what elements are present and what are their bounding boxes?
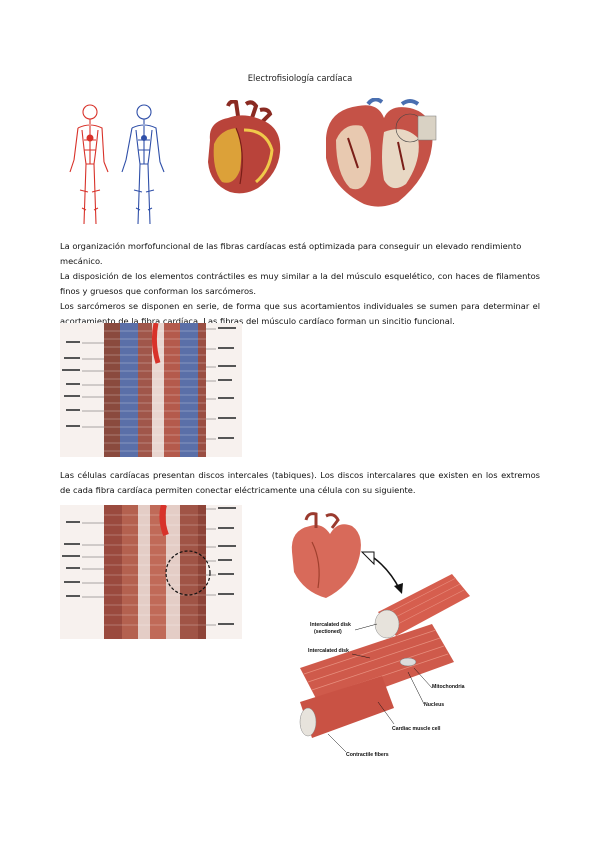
label-contractile-fibers: Contractile fibers (346, 752, 389, 758)
label-intercalated-disk: Intercalated disk (308, 648, 349, 654)
cardiac-muscle-cell-diagram: Intercalated disk (sectioned) Intercalat… (282, 512, 472, 770)
label-cardiac-muscle-cell: Cardiac muscle cell (392, 726, 441, 732)
label-sectioned: (sectioned) (314, 629, 342, 635)
paragraph-2: La disposición de los elementos contráct… (60, 271, 540, 296)
circulatory-system-figure (60, 100, 178, 228)
paragraph-3: Los sarcómeros se disponen en serie, de … (60, 301, 540, 326)
label-mitochondria: Mitochondria (432, 684, 465, 690)
cardiac-histology-figure (60, 323, 242, 457)
text-block-1: La organización morfofuncional de las fi… (60, 239, 540, 329)
heart-section-figure (318, 98, 440, 210)
paragraph-4: Las células cardíacas presentan discos i… (60, 470, 540, 495)
label-intercalated-disk-sectioned: Intercalated disk (310, 622, 351, 628)
heart-exterior-figure (200, 100, 286, 198)
intercalated-disc-histology-figure (60, 505, 242, 639)
page-title: Electrofisiología cardíaca (247, 73, 353, 83)
text-block-2: Las células cardíacas presentan discos i… (60, 468, 540, 498)
label-nucleus: Nucleus (424, 702, 444, 708)
paragraph-1: La organización morfofuncional de las fi… (60, 241, 522, 266)
